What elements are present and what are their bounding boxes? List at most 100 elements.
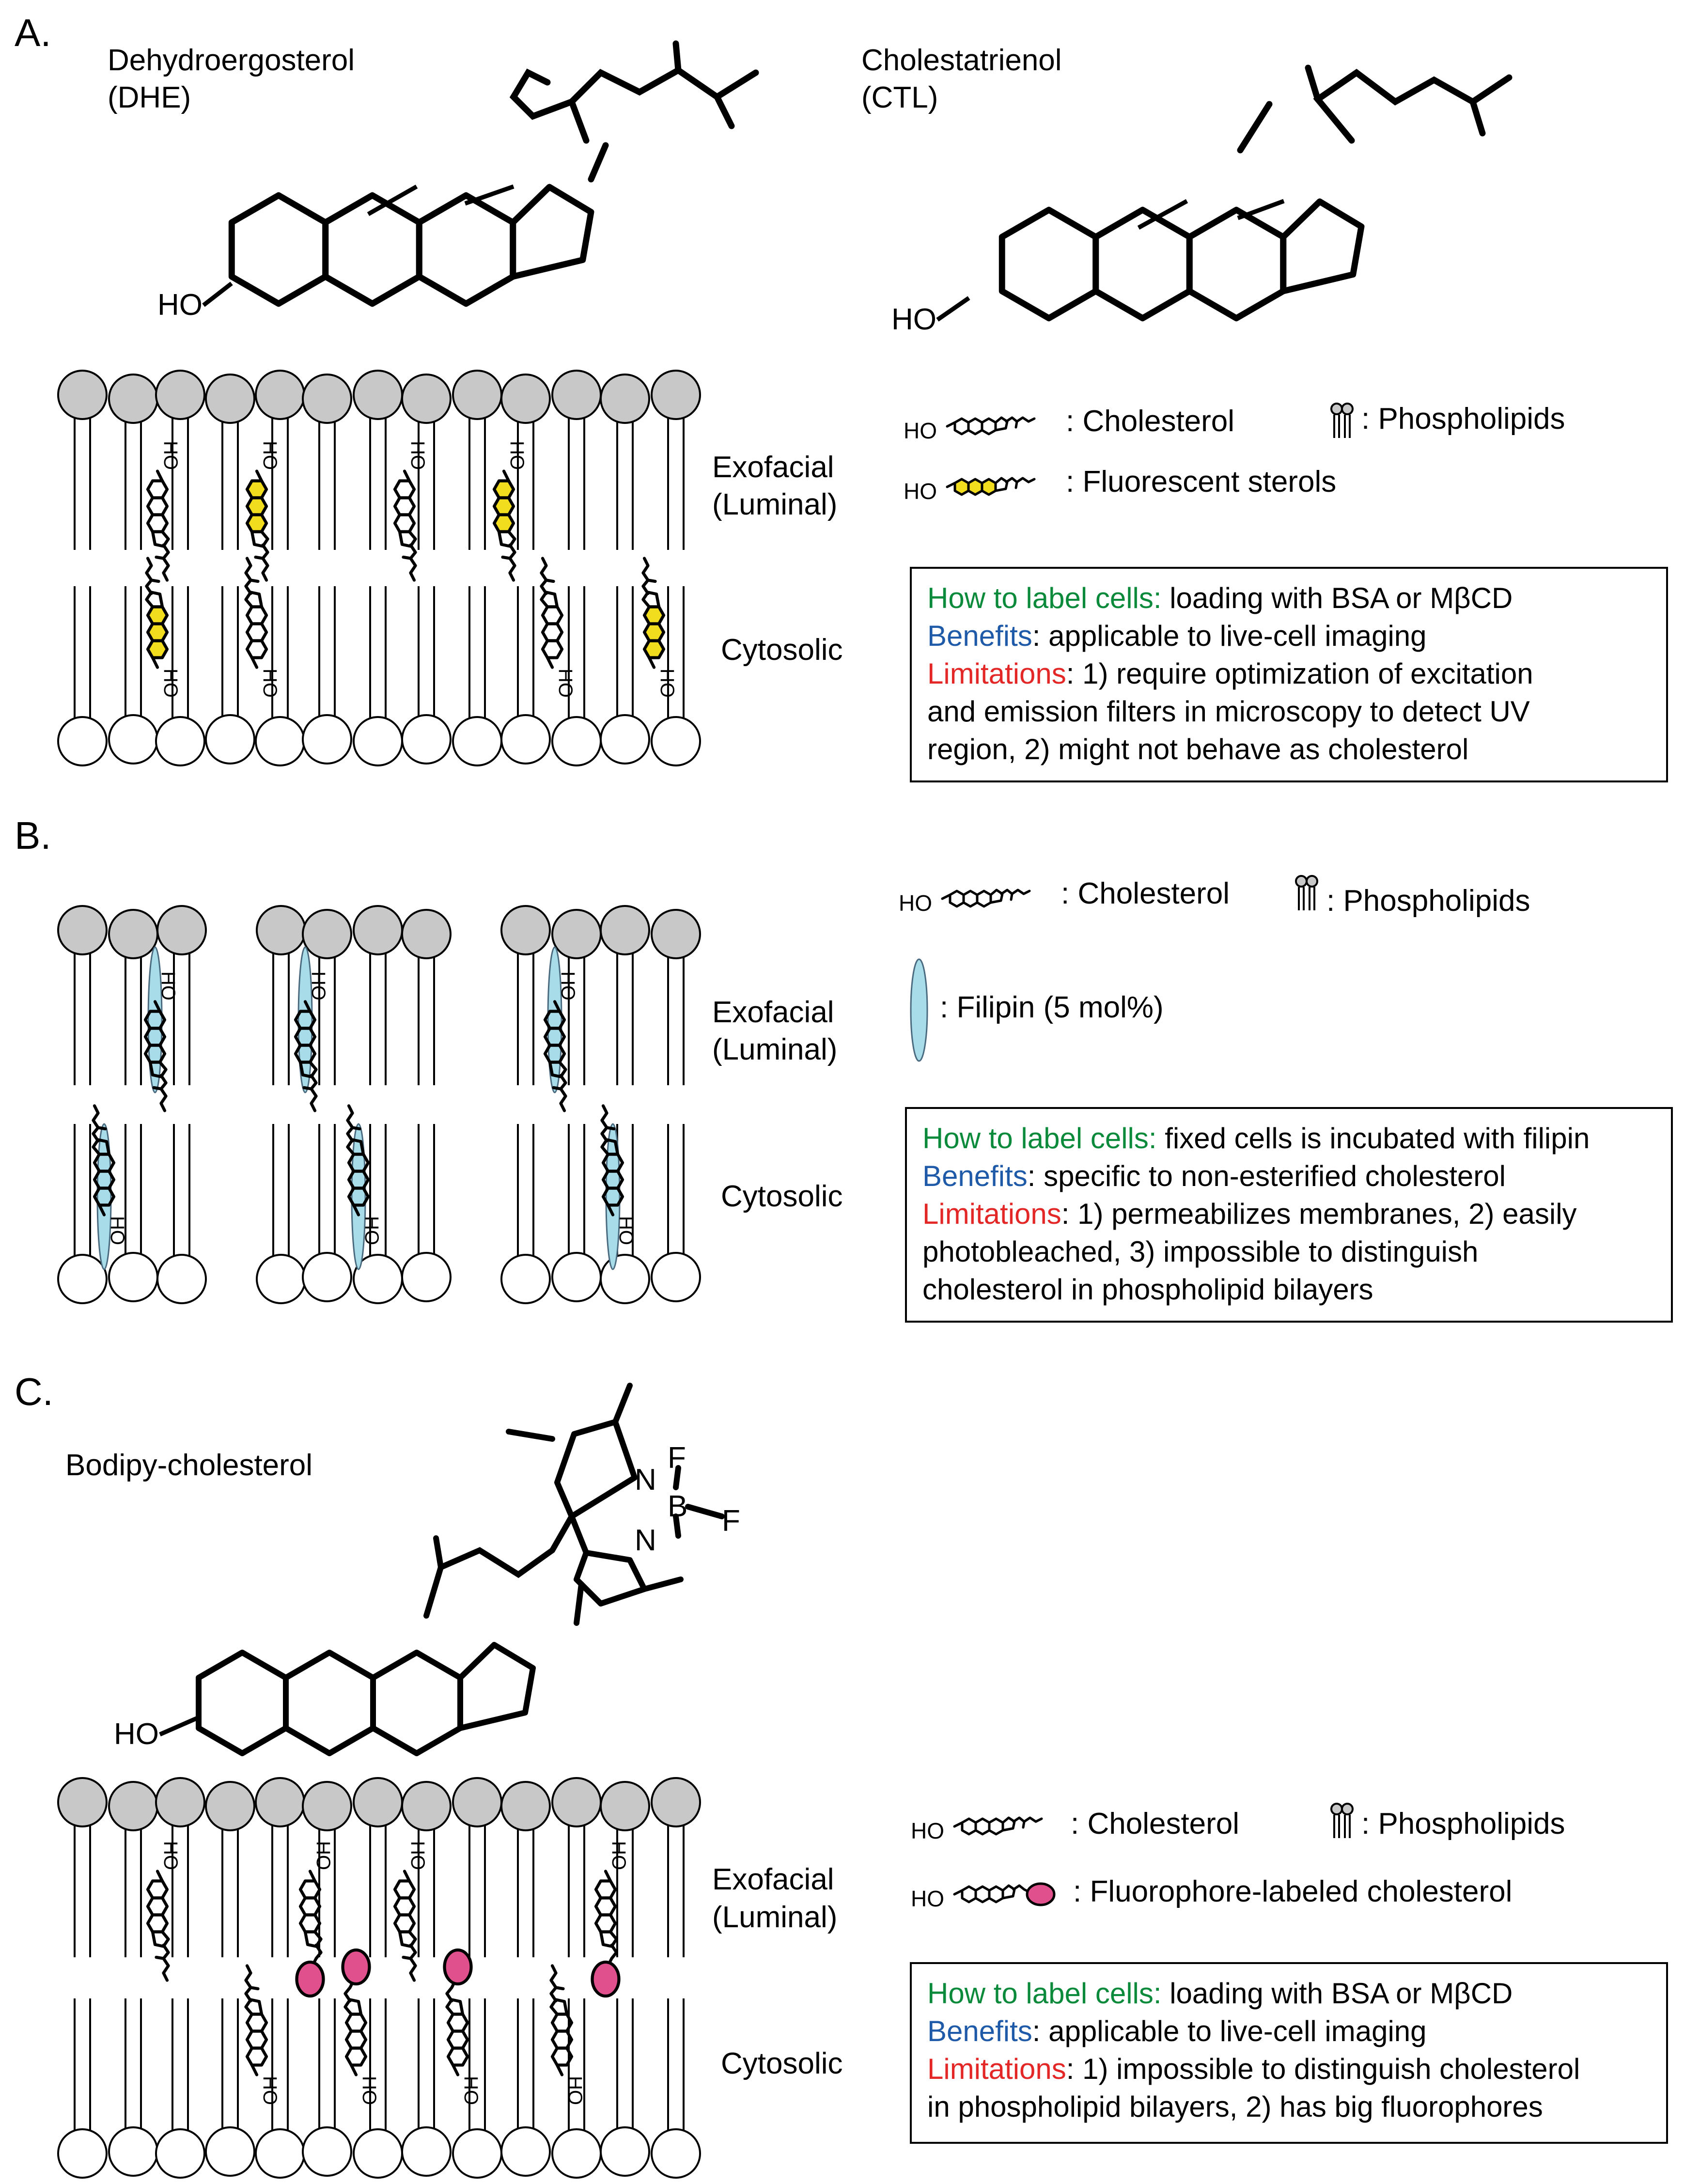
bodipy-atom-f1: F — [668, 1441, 686, 1475]
sterol-ho-label: HO — [555, 669, 576, 698]
sterol-molecule — [148, 1872, 169, 1981]
b-how-label: How to label cells: — [922, 1122, 1157, 1154]
b-legend: HO : Cholesterol : Phospholipids : Filip… — [899, 875, 1530, 1062]
a-limitations-text: : 1) require optimization of excitation — [1066, 657, 1533, 690]
ctl-structure: HO — [891, 64, 1513, 336]
phospholipid-headgroup — [57, 1254, 108, 1304]
phospholipid-headgroup — [302, 1781, 352, 1831]
phospholipid-headgroup — [57, 370, 108, 420]
b-luminal-label: (Luminal) — [712, 1033, 837, 1066]
filipin-molecule — [605, 1123, 621, 1270]
a-box-line5: region, 2) might not behave as cholester… — [927, 733, 1469, 765]
bodipy-atom-n1: N — [635, 1463, 656, 1497]
a-cytosolic-label: Cytosolic — [721, 633, 843, 667]
a-legend-cholesterol-icon — [947, 418, 1034, 434]
dhe-abbr: (DHE) — [108, 81, 191, 114]
c-limitations-text: : 1) impossible to distinguish cholester… — [1066, 2053, 1580, 2085]
phospholipid-headgroup — [401, 2126, 452, 2177]
a-legend: HO : Cholesterol : Phospholipids HO : Fl… — [904, 402, 1565, 504]
c-legend-ho-2: HO — [911, 1886, 944, 1911]
sterol-ho-label: HO — [460, 2076, 482, 2105]
b-legend-phospholipid-icon — [1295, 875, 1318, 911]
a-box-line4: and emission filters in microscopy to de… — [927, 695, 1530, 728]
bodipy-ho: HO — [114, 1717, 159, 1751]
c-legend-cholesterol: : Cholesterol — [1071, 1807, 1239, 1841]
sterol-molecule — [445, 1950, 471, 2075]
filipin-molecule — [547, 946, 562, 1093]
dhe-name: Dehydroergosterol — [108, 44, 355, 77]
b-legend-phospholipids: : Phospholipids — [1326, 884, 1530, 918]
phospholipid-headgroup — [500, 374, 551, 424]
phospholipid-headgroup — [302, 714, 352, 764]
sterol-molecule — [246, 1966, 267, 2075]
sterol-ho-label: HO — [361, 1216, 382, 1245]
b-limitations-text: : 1) permeabilizes membranes, 2) easily — [1061, 1198, 1577, 1230]
sterol-ho-label: HO — [407, 441, 428, 470]
phospholipid-headgroup — [155, 370, 205, 420]
sterol-ho-label: HO — [564, 2076, 586, 2105]
ctl-ho: HO — [891, 303, 936, 336]
ctl-name: Cholestatrienol — [861, 44, 1062, 77]
phospholipid-headgroup — [156, 1254, 207, 1304]
c-legend-fluorophore-icon — [954, 1884, 1054, 1905]
bodipy-atom-b: B — [668, 1490, 687, 1523]
phospholipid-headgroup — [551, 1252, 602, 1302]
filipin-molecule — [147, 946, 163, 1093]
phospholipid-headgroup — [651, 909, 701, 959]
phospholipid-headgroup — [256, 1254, 306, 1304]
b-limitations-label: Limitations — [922, 1198, 1061, 1230]
sterol-ho-label: HO — [259, 669, 281, 698]
ctl-abbr: (CTL) — [861, 81, 938, 114]
phospholipid-headgroup — [600, 905, 650, 955]
sterol-molecule — [643, 559, 664, 668]
phospholipid-headgroup — [155, 716, 205, 766]
sterol-ho-label: HO — [506, 441, 528, 470]
phospholipid-headgroup — [500, 1254, 551, 1304]
phospholipid-headgroup — [600, 1781, 650, 1831]
c-benefits-text: : applicable to live-cell imaging — [1032, 2015, 1427, 2047]
b-cytosolic-label: Cytosolic — [721, 1180, 843, 1213]
phospholipid-headgroup — [500, 905, 551, 955]
c-box-line4: in phospholipid bilayers, 2) has big flu… — [927, 2090, 1543, 2123]
b-legend-filipin-icon — [910, 958, 928, 1062]
bodipy-structure: N B F F N HO — [114, 1383, 740, 1753]
phospholipid-headgroup — [651, 1777, 701, 1827]
filipin-molecule — [297, 946, 313, 1093]
sterol-ho-label: HO — [160, 1841, 181, 1870]
sterol-ho-label: HO — [157, 971, 179, 1000]
phospholipid-headgroup — [551, 716, 602, 766]
c-luminal-label: (Luminal) — [712, 1901, 837, 1934]
sterol-molecule — [343, 1950, 370, 2075]
phospholipid-headgroup — [551, 1777, 602, 1827]
phospholipid-headgroup — [108, 374, 158, 424]
phospholipid-headgroup — [205, 374, 255, 424]
phospholipid-headgroup — [108, 1781, 158, 1831]
b-legend-ho: HO — [899, 890, 932, 916]
phospholipid-headgroup — [108, 1252, 158, 1302]
phospholipid-headgroup — [401, 374, 452, 424]
c-benefits-label: Benefits — [927, 2015, 1032, 2047]
phospholipid-headgroup — [452, 1777, 502, 1827]
phospholipid-headgroup — [155, 1777, 205, 1827]
sterol-ho-label: HO — [259, 2076, 281, 2105]
a-legend-ho-2: HO — [904, 479, 937, 504]
c-legend-phospholipid-icon — [1330, 1803, 1354, 1839]
phospholipid-headgroup — [600, 2126, 650, 2177]
phospholipid-headgroup — [600, 374, 650, 424]
a-limitations-label: Limitations — [927, 657, 1066, 690]
phospholipid-headgroup — [255, 370, 305, 420]
a-legend-phospholipid-icon — [1330, 403, 1354, 439]
phospholipid-headgroup — [156, 905, 207, 955]
sterol-molecule — [395, 1872, 416, 1981]
sterol-ho-label: HO — [312, 1841, 334, 1870]
sterol-ho-label: HO — [407, 1841, 428, 1870]
phospholipid-headgroup — [57, 905, 108, 955]
sterol-ho-label: HO — [656, 669, 678, 698]
phospholipid-headgroup — [500, 1781, 551, 1831]
a-benefits-label: Benefits — [927, 620, 1032, 652]
phospholipid-headgroup — [353, 905, 403, 955]
filipin-molecule — [351, 1123, 366, 1270]
a-how-label: How to label cells: — [927, 582, 1162, 614]
phospholipid-headgroup — [401, 909, 452, 959]
